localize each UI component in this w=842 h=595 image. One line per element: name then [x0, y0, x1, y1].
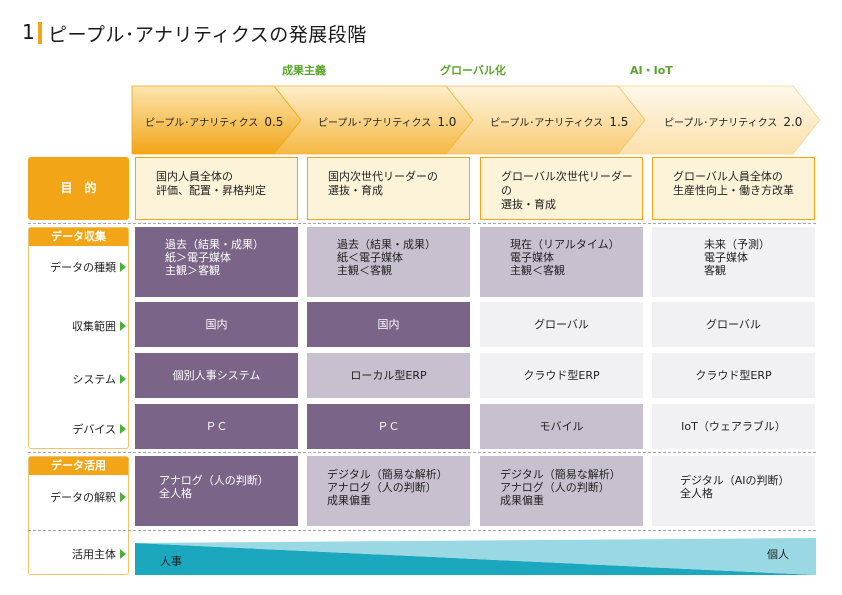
system-cell-0-5: 個別人事システム	[135, 353, 298, 398]
sidebar-purpose: 目 的	[28, 157, 129, 220]
triangle-right-icon	[120, 424, 126, 434]
title-accent-bar	[38, 22, 42, 44]
interpretation-cell-1-0: デジタル（簡易な解析）アナログ（人の判断）成果偏重	[307, 456, 470, 526]
trend-label-globalization: グローバル化	[440, 64, 506, 77]
scope-cell-0-5: 国内	[135, 302, 298, 347]
device-cell-0-5: ＰＣ	[135, 404, 298, 449]
device-cell-1-0: ＰＣ	[307, 404, 470, 449]
label-data-types: データの種類	[30, 259, 130, 275]
purpose-cell-0-5: 国内人員全体の評価、配置・昇格判定	[135, 157, 298, 220]
actor-label-hr: 人事	[160, 555, 182, 568]
collection-header: データ収集	[29, 228, 128, 246]
divider	[28, 452, 816, 453]
interpretation-cell-1-5: デジタル（簡易な解析）アナログ（人の判断）成果偏重	[480, 456, 643, 526]
system-cell-2-0: クラウド型ERP	[652, 353, 815, 398]
stage-arrows	[131, 85, 821, 155]
trend-label-ai-iot: AI・IoT	[630, 64, 673, 77]
page-title: ピープル･アナリティクスの発展段階	[48, 24, 367, 46]
stage-arrow-1	[131, 85, 302, 155]
sidebar-collection: データ収集	[28, 227, 129, 449]
trend-label-performance: 成果主義	[282, 64, 326, 77]
purpose-cell-1-5: グローバル次世代リーダーの選抜・育成	[480, 157, 643, 220]
device-cell-2-0: IoT（ウェアラブル）	[652, 404, 815, 449]
label-system: システム	[30, 371, 130, 387]
title-number: 1	[22, 20, 35, 44]
purpose-header: 目 的	[28, 157, 129, 220]
triangle-right-icon	[120, 492, 126, 502]
purpose-cell-2-0: グローバル人員全体の生産性向上・働き方改革	[652, 157, 815, 220]
divider	[28, 530, 816, 531]
actor-label-individual: 個人	[767, 548, 789, 561]
label-scope: 収集範囲	[30, 318, 130, 334]
usage-header: データ活用	[29, 457, 128, 475]
data-type-cell-1-5: 現在（リアルタイム）電子媒体主観＜客観	[480, 227, 643, 297]
label-actor: 活用主体	[30, 546, 130, 562]
purpose-cell-1-0: 国内次世代リーダーの選抜・育成	[307, 157, 470, 220]
system-cell-1-5: クラウド型ERP	[480, 353, 643, 398]
triangle-right-icon	[120, 549, 126, 559]
interpretation-cell-2-0: デジタル（AIの判断）全人格	[652, 456, 815, 526]
data-type-cell-2-0: 未来（予測）電子媒体客観	[652, 227, 815, 297]
label-device: デバイス	[30, 421, 130, 437]
actor-wedge-individual	[135, 538, 816, 575]
label-interpretation: データの解釈	[30, 489, 130, 505]
sidebar-usage: データ活用	[28, 456, 129, 575]
divider	[28, 223, 816, 224]
data-type-cell-1-0: 過去（結果・成果）紙＜電子媒体主観＜客観	[307, 227, 470, 297]
scope-cell-1-5: グローバル	[480, 302, 643, 347]
data-type-cell-0-5: 過去（結果・成果）紙＞電子媒体主観＞客観	[135, 227, 298, 297]
scope-cell-2-0: グローバル	[652, 302, 815, 347]
scope-cell-1-0: 国内	[307, 302, 470, 347]
triangle-right-icon	[120, 374, 126, 384]
interpretation-cell-0-5: アナログ（人の判断）全人格	[135, 456, 298, 526]
actor-wedge	[135, 538, 816, 575]
system-cell-1-0: ローカル型ERP	[307, 353, 470, 398]
device-cell-1-5: モバイル	[480, 404, 643, 449]
triangle-right-icon	[120, 321, 126, 331]
triangle-right-icon	[120, 262, 126, 272]
